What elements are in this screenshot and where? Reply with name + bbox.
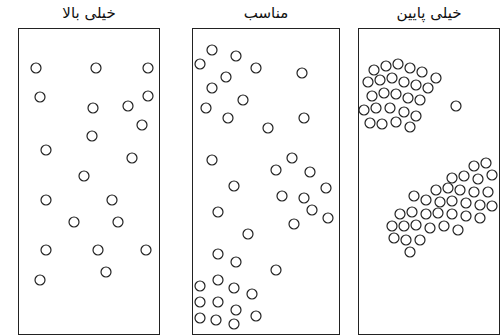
box-heading: خیلی بالا (18, 2, 160, 24)
sample-box: خیلی بالا (18, 0, 160, 335)
sparse-particles (31, 63, 153, 285)
box-heading: مناسب (192, 2, 340, 24)
box-heading: خیلی پایین (358, 2, 500, 24)
dispersed-particles (195, 45, 333, 329)
box-frame (192, 28, 340, 335)
sample-box: مناسب (192, 0, 340, 335)
sample-box: خیلی پایین (358, 0, 500, 335)
clustered-particles (359, 59, 497, 257)
box-frame (358, 28, 500, 335)
box-frame (18, 28, 160, 335)
